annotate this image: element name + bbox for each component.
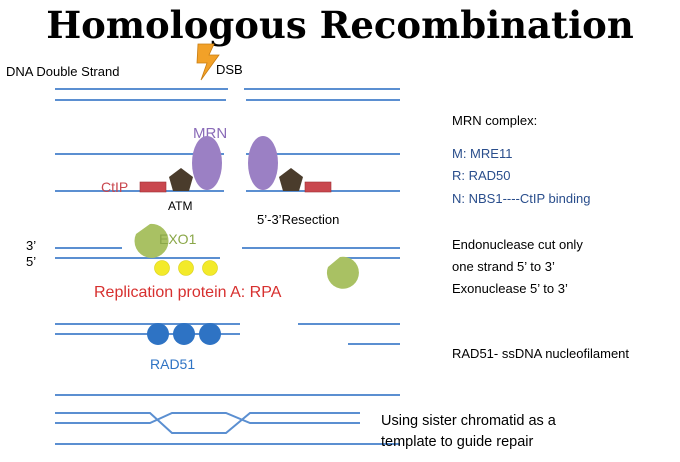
- sister-chromatid-note-2: template to guide repair: [381, 434, 534, 450]
- ctip-right: [304, 181, 332, 193]
- rad51-protein-3: [199, 323, 221, 345]
- rpa-label: Replication protein A: RPA: [94, 284, 282, 301]
- mrn-complex-heading: MRN complex:: [452, 113, 537, 128]
- mrn-m-note: M: MRE11: [452, 146, 512, 161]
- ctip-left: [139, 181, 167, 193]
- exo1-enzyme-right: [326, 256, 359, 289]
- dna-broken-duplex: [55, 88, 400, 101]
- rpa-protein-1: [154, 260, 170, 276]
- exonuclease-note: Exonuclease 5’ to 3’: [452, 281, 568, 296]
- rad51-label: RAD51: [150, 356, 195, 372]
- rpa-protein-3: [202, 260, 218, 276]
- dna-rad51-strands: [55, 323, 400, 345]
- dna-resection-strands: [55, 247, 400, 259]
- mrn-label: MRN: [193, 125, 227, 142]
- ctip-label: CtIP: [101, 179, 128, 195]
- mrn-complex-left: [192, 136, 222, 190]
- dna-double-strand-label: DNA Double Strand: [6, 64, 119, 79]
- page-title: Homologous Recombination: [46, 3, 634, 47]
- atm-pentagon-left: [169, 168, 193, 191]
- exo1-enzyme-left: [134, 223, 169, 258]
- exo1-label: EXO1: [159, 231, 197, 247]
- dna-strand-invasion: [55, 394, 400, 445]
- atm-label: ATM: [168, 199, 192, 213]
- mrn-r-note: R: RAD50: [452, 168, 511, 183]
- dsb-label: DSB: [216, 62, 243, 77]
- sister-chromatid-note-1: Using sister chromatid as a: [381, 413, 557, 429]
- endonuclease-note-2: one strand 5’ to 3’: [452, 259, 555, 274]
- mrn-n-note: N: NBS1----CtIP binding: [452, 191, 590, 206]
- mrn-complex-right: [248, 136, 278, 190]
- resection-label: 5’-3’Resection: [257, 212, 339, 227]
- endonuclease-note-1: Endonuclease cut only: [452, 237, 583, 252]
- rpa-protein-2: [178, 260, 194, 276]
- five-prime-end-label: 5’: [26, 254, 36, 269]
- atm-pentagon-right: [279, 168, 303, 191]
- rad51-filament-note: RAD51- ssDNA nucleofilament: [452, 346, 629, 361]
- lightning-bolt-icon: [196, 43, 220, 81]
- rad51-protein-2: [173, 323, 195, 345]
- rad51-protein-1: [147, 323, 169, 345]
- three-prime-end-label: 3’: [26, 238, 36, 253]
